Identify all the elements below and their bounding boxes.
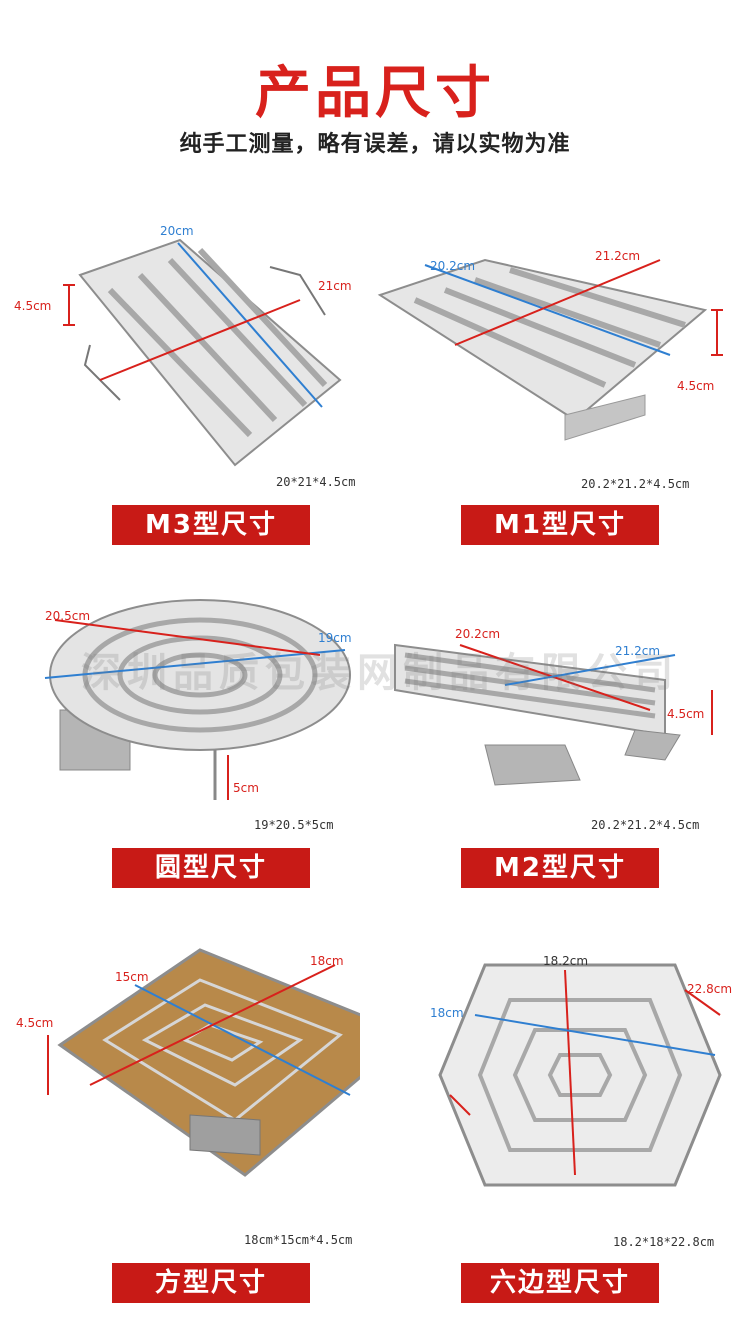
- round-total-dimensions: 19*20.5*5cm: [254, 818, 334, 832]
- round-width-label: 19cm: [318, 631, 352, 645]
- m1-smoker-box-image: 20.2cm 21.2cm 4.5cm: [377, 249, 723, 441]
- m1-total-dimensions: 20.2*21.2*4.5cm: [581, 477, 690, 491]
- square-smoker-image: 15cm 18cm 4.5cm: [16, 948, 360, 1177]
- round-smoker-image: 20.5cm 19cm 5cm: [44, 599, 352, 800]
- watermark-text: 深圳品质包装网制品有限公司: [81, 650, 679, 696]
- hexagon-size-badge: 六边型尺寸: [461, 1263, 659, 1303]
- product-m3: 20cm 21cm 4.5cm 20*21*4.5cm M3型尺寸: [0, 215, 360, 545]
- square-width-label: 15cm: [115, 970, 149, 984]
- square-total-dimensions: 18cm*15cm*4.5cm: [244, 1233, 353, 1247]
- m1-height-label: 4.5cm: [677, 379, 714, 393]
- m2-total-dimensions: 20.2*21.2*4.5cm: [591, 818, 700, 832]
- product-hexagon: 18.2cm 22.8cm 18cm 18.2*18*22.8cm 六边型尺寸: [375, 945, 735, 1303]
- product-round: 20.5cm 19cm 5cm 19*20.5*5cm 圆型尺寸: [0, 560, 360, 888]
- m3-height-label: 4.5cm: [14, 299, 51, 313]
- m3-smoker-box-image: 20cm 21cm 4.5cm: [14, 224, 352, 467]
- m2-width-label: 20.2cm: [455, 627, 500, 641]
- hexagon-smoker-image: 18.2cm 22.8cm 18cm: [430, 954, 732, 1187]
- m2-smoker-box-image: 20.2cm 21.2cm 4.5cm: [394, 627, 713, 786]
- hexagon-total-dimensions: 18.2*18*22.8cm: [613, 1235, 715, 1249]
- m2-length-label: 21.2cm: [615, 644, 660, 658]
- square-height-label: 4.5cm: [16, 1016, 53, 1030]
- round-height-label: 5cm: [233, 781, 259, 795]
- round-diameter-label: 20.5cm: [45, 609, 90, 623]
- m3-size-badge: M3型尺寸: [112, 505, 310, 545]
- round-size-badge: 圆型尺寸: [112, 848, 310, 888]
- m3-width-label: 20cm: [160, 224, 194, 238]
- page-title: 产品尺寸: [255, 61, 495, 126]
- m2-size-badge: M2型尺寸: [461, 848, 659, 888]
- m1-width-label: 20.2cm: [430, 259, 475, 273]
- m3-length-label: 21cm: [318, 279, 352, 293]
- hexagon-width-label: 18.2cm: [543, 954, 588, 968]
- square-size-badge: 方型尺寸: [112, 1263, 310, 1303]
- m1-length-label: 21.2cm: [595, 249, 640, 263]
- product-m1: 20.2cm 21.2cm 4.5cm 20.2*21.2*4.5cm M1型尺…: [375, 215, 735, 545]
- hexagon-length-label: 22.8cm: [687, 982, 732, 996]
- hexagon-depth-label: 18cm: [430, 1006, 464, 1020]
- m2-height-label: 4.5cm: [667, 707, 704, 721]
- product-square: 15cm 18cm 4.5cm 18cm*15cm*4.5cm 方型尺寸: [0, 945, 360, 1303]
- m3-total-dimensions: 20*21*4.5cm: [276, 475, 356, 489]
- page-subtitle: 纯手工测量，略有误差，请以实物为准: [179, 132, 571, 157]
- square-length-label: 18cm: [310, 954, 344, 968]
- product-m2: 20.2cm 21.2cm 4.5cm 20.2*21.2*4.5cm M2型尺…: [375, 560, 735, 888]
- m1-size-badge: M1型尺寸: [461, 505, 659, 545]
